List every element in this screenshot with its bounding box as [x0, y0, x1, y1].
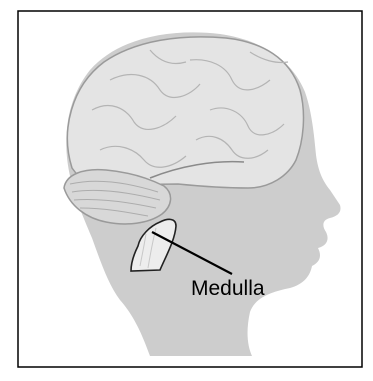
medulla-label: Medulla — [191, 278, 265, 299]
